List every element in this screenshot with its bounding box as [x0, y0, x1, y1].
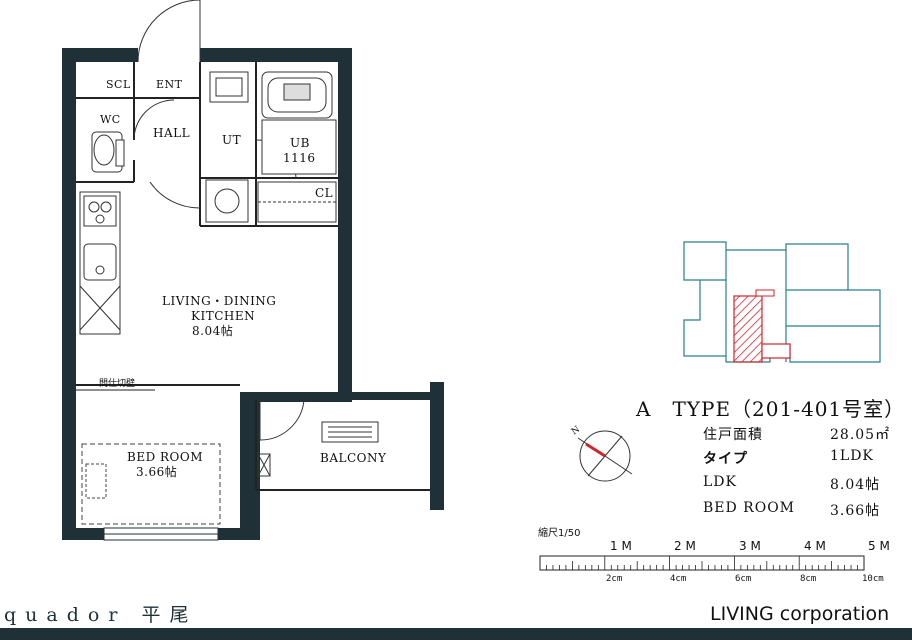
company-name: LIVING corporation: [710, 603, 890, 625]
spec-label-type: タイプ: [703, 451, 748, 467]
label-ub: UB: [290, 136, 310, 150]
label-ldk-area: 8.04帖: [192, 324, 234, 338]
scale-bar: [539, 555, 865, 571]
label-ub-size: 1116: [283, 151, 316, 165]
entrance-door: [137, 0, 201, 63]
kitchen-counter: [79, 191, 121, 335]
spec-value-area: 28.05㎡: [830, 427, 891, 443]
spec-label-bed: BED ROOM: [703, 500, 796, 516]
label-ent: ENT: [156, 78, 183, 91]
scale-cm-4: 4cm: [670, 574, 687, 584]
unit-type-title: A TYPE（201-401号室）: [636, 397, 906, 421]
property-name: quador 平尾: [4, 604, 198, 626]
scale-m-2: 2 M: [674, 539, 696, 553]
scale-m-1: 1 M: [610, 539, 632, 553]
spec-label-ldk: LDK: [703, 474, 737, 490]
key-plan-highlight: [733, 289, 791, 363]
bed-area-outline: [81, 443, 221, 525]
label-bedroom: BED ROOM: [127, 450, 204, 464]
scale-cm-6: 6cm: [735, 574, 752, 584]
label-ut: UT: [222, 133, 242, 147]
label-balcony: BALCONY: [320, 451, 387, 465]
ac-outdoor-unit: [321, 421, 379, 443]
scale-cm-2: 2cm: [606, 574, 623, 584]
label-scl: SCL: [106, 78, 131, 91]
footer-bar: [0, 628, 912, 640]
washbasin: [209, 71, 249, 103]
label-cl: CL: [315, 186, 334, 200]
spec-value-type: 1LDK: [830, 448, 874, 464]
label-hall: HALL: [153, 126, 191, 140]
label-partition: 間仕切壁: [99, 379, 136, 389]
spec-value-ldk: 8.04帖: [830, 477, 881, 493]
bathtub: [261, 71, 337, 175]
label-wc: WC: [100, 113, 121, 126]
spec-value-bed: 3.66帖: [830, 503, 881, 519]
label-bedroom-area: 3.66帖: [136, 465, 178, 479]
label-ldk-2: KITCHEN: [191, 309, 256, 323]
scale-cm-10: 10cm: [862, 574, 884, 584]
scale-label: 縮尺1/50: [538, 528, 581, 539]
interior-walls: [76, 62, 430, 491]
scale-cm-8: 8cm: [800, 574, 817, 584]
toilet-fixture: [91, 131, 125, 173]
spec-label-area: 住戸面積: [703, 427, 763, 443]
scale-m-3: 3 M: [739, 539, 761, 553]
scale-m-4: 4 M: [804, 539, 826, 553]
label-ldk-1: LIVING・DINING: [162, 294, 277, 308]
compass: [577, 430, 633, 482]
scale-m-5: 5 M: [868, 539, 890, 553]
